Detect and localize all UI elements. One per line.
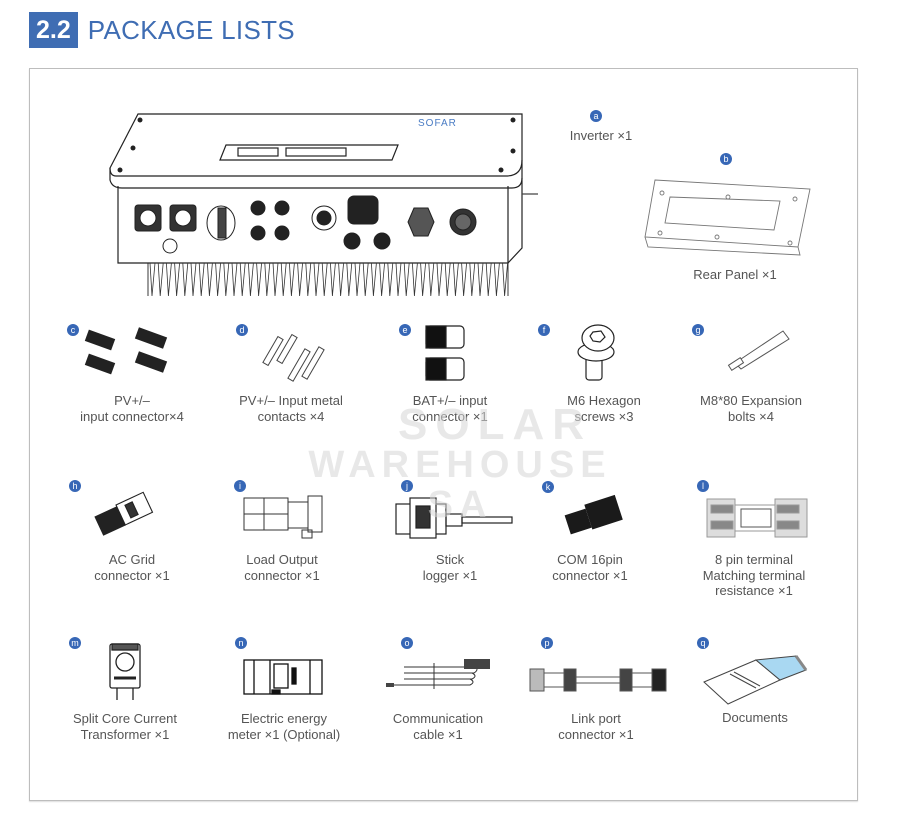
item-label-expansion-bolt: M8*80 Expansion bolts ×4 <box>700 393 802 424</box>
heatsink-fin <box>297 262 303 297</box>
heatsink-fin <box>280 262 287 297</box>
heatsink-fin <box>395 262 402 297</box>
heatsink-fin <box>403 262 410 297</box>
heatsink-fin <box>338 262 344 297</box>
heatsink-fin <box>494 262 500 297</box>
heatsink-fin <box>469 262 476 297</box>
ac-grid-connector-icon <box>94 491 154 536</box>
item-badge-n: n <box>235 637 247 649</box>
item-badge-h: h <box>69 480 81 492</box>
rear-panel-icon <box>644 179 811 256</box>
heatsink-fin <box>174 262 180 297</box>
item-label-energy-meter: Electric energy meter ×1 (Optional) <box>227 711 341 742</box>
heatsink-fin <box>502 262 508 297</box>
energy-meter-icon <box>243 659 323 695</box>
hexagon-screw-icon <box>577 324 615 381</box>
heatsink-fin <box>256 262 262 297</box>
heatsink-fin <box>428 262 435 297</box>
heatsink-fin <box>477 262 484 297</box>
heatsink-fin <box>223 262 230 297</box>
metal-contacts-icon <box>262 333 325 382</box>
item-label-terminal-resistance: 8 pin terminal Matching terminal resista… <box>702 552 806 598</box>
section-title: PACKAGE LISTS <box>87 14 295 45</box>
heatsink-fin <box>453 262 459 297</box>
heatsink-fin <box>313 262 320 297</box>
heatsink-fin <box>198 262 205 297</box>
heatsink-fin <box>272 262 279 297</box>
expansion-bolt-icon <box>727 330 790 372</box>
heatsink-fin <box>166 262 172 297</box>
item-badge-b: b <box>720 153 732 165</box>
item-badge-f: f <box>538 324 550 336</box>
item-badge-o: o <box>401 637 413 649</box>
item-label-link-port: Link port connector ×1 <box>558 711 634 742</box>
heatsink-fin <box>190 262 197 297</box>
item-label-communication-cable: Communication cable ×1 <box>392 711 484 742</box>
heatsink-fin <box>207 262 213 297</box>
heatsink-fin <box>436 262 443 297</box>
item-badge-l: l <box>697 480 709 492</box>
item-badge-a: a <box>590 110 602 122</box>
heatsink-fin <box>321 262 328 297</box>
link-port-connector-icon <box>529 668 667 692</box>
item-label-hexagon-screw: M6 Hexagon screws ×3 <box>567 393 641 424</box>
item-label-com-connector: COM 16pin connector ×1 <box>552 552 628 583</box>
heatsink-fin <box>354 262 361 297</box>
heatsink-fin <box>157 262 164 297</box>
item-badge-c: c <box>67 324 79 336</box>
section-header: 2.2 PACKAGE LISTS <box>29 12 295 48</box>
heatsink-fin <box>371 262 377 297</box>
terminal-resistance-icon <box>706 498 808 538</box>
item-label-pv-connector: PV+/– input connector×4 <box>80 393 184 424</box>
heatsink-fin <box>387 262 394 297</box>
inverter-icon: SOFAR <box>109 113 538 297</box>
load-output-connector-icon <box>243 495 323 539</box>
item-badge-e: e <box>399 324 411 336</box>
section-number: 2.2 <box>29 12 78 48</box>
documents-icon <box>703 655 808 705</box>
communication-cable-icon <box>386 659 490 689</box>
com-connector-icon <box>564 494 623 535</box>
heatsink-fin <box>264 262 271 297</box>
heatsink-fin <box>182 262 189 297</box>
heatsink-fin <box>444 262 451 297</box>
item-label-ac-grid: AC Grid connector ×1 <box>94 552 170 583</box>
bat-connector-icon <box>425 325 465 381</box>
heatsink-fin <box>305 262 312 297</box>
heatsink-fin <box>420 262 426 297</box>
item-badge-q: q <box>697 637 709 649</box>
item-label-current-transformer: Split Core Current Transformer ×1 <box>72 711 178 742</box>
current-transformer-icon <box>109 643 141 700</box>
heatsink-fin <box>149 262 156 297</box>
heatsink-fin <box>231 262 238 297</box>
heatsink-fin <box>412 262 418 297</box>
item-badge-d: d <box>236 324 248 336</box>
svg-text:SOFAR: SOFAR <box>418 118 457 129</box>
heatsink-fin <box>362 262 369 297</box>
item-badge-j: j <box>401 480 413 492</box>
heatsink-fin <box>461 262 467 297</box>
item-label-stick-logger: Stick logger ×1 <box>422 552 478 583</box>
heatsink-fin <box>248 262 254 297</box>
item-badge-g: g <box>692 324 704 336</box>
heatsink-fin <box>239 262 246 297</box>
item-label-metal-contacts: PV+/– Input metal contacts ×4 <box>239 393 343 424</box>
heatsink-fin <box>330 262 336 297</box>
item-badge-k: k <box>542 481 554 493</box>
stick-logger-icon <box>395 497 513 539</box>
heatsink-fin <box>346 262 353 297</box>
item-badge-i: i <box>234 480 246 492</box>
heatsink-fin <box>215 262 221 297</box>
item-badge-p: p <box>541 637 553 649</box>
heatsink-fin <box>289 262 295 297</box>
item-label-documents: Documents <box>722 710 788 725</box>
item-label-rear-panel: Rear Panel ×1 <box>693 267 777 282</box>
heatsink-fin <box>485 262 492 297</box>
item-badge-m: m <box>69 637 81 649</box>
item-label-load-output: Load Output connector ×1 <box>244 552 320 583</box>
item-label-bat-connector: BAT+/– input connector ×1 <box>412 393 488 424</box>
item-label-inverter: Inverter ×1 <box>569 128 633 143</box>
heatsink-fin <box>379 262 385 297</box>
pv-connector-icon <box>84 327 168 375</box>
